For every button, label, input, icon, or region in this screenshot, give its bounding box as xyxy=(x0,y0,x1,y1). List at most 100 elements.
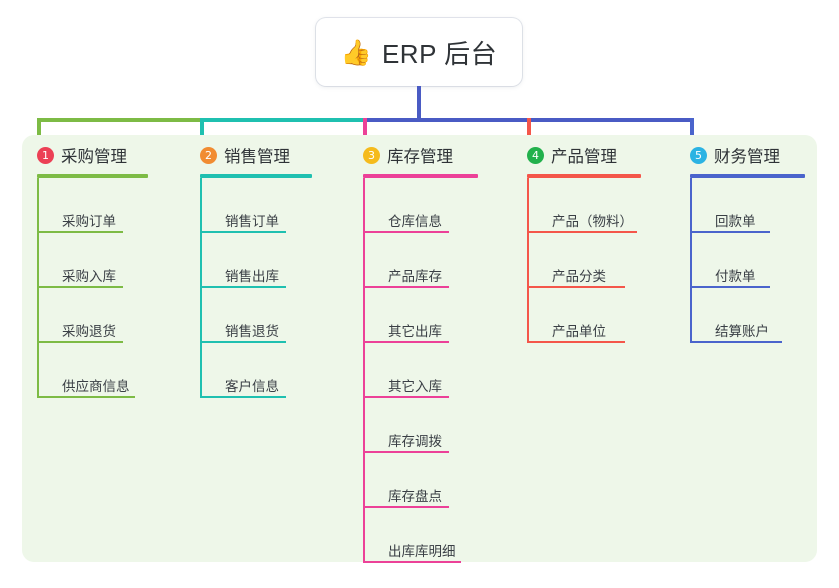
column-header-rule-1 xyxy=(37,174,148,178)
column-badge-5: 5 xyxy=(690,146,707,164)
list-item-label: 产品分类 xyxy=(552,269,606,284)
list-item-rule xyxy=(200,231,286,233)
list-item-label: 销售订单 xyxy=(225,214,279,229)
list-item[interactable]: 产品分类 xyxy=(527,233,641,288)
column-items-4: 产品（物料） 产品分类产品单位 xyxy=(527,178,641,343)
column-trunk-4 xyxy=(527,178,529,343)
column-badge-2: 2 xyxy=(200,146,217,164)
column-trunk-1 xyxy=(37,178,39,398)
column-header-rule-2 xyxy=(200,174,312,178)
list-item-rule xyxy=(37,341,123,343)
column-items-1: 采购订单采购入库采购退货供应商信息 xyxy=(37,178,148,398)
list-item[interactable]: 付款单 xyxy=(690,233,805,288)
root-node-title: ERP 后台 xyxy=(381,38,498,69)
list-item[interactable]: 客户信息 xyxy=(200,343,312,398)
root-node-content: 👍 ERP 后台 xyxy=(341,34,497,71)
column-header-3[interactable]: 3 库存管理 xyxy=(363,143,478,167)
column-header-rule-4 xyxy=(527,174,641,178)
list-item[interactable]: 库存调拨 xyxy=(363,398,478,453)
list-item-label: 库存调拨 xyxy=(388,434,442,449)
column-badge-4: 4 xyxy=(527,146,544,164)
list-item[interactable]: 仓库信息 xyxy=(363,178,478,233)
list-item-label: 销售出库 xyxy=(225,269,279,284)
list-item-label: 库存盘点 xyxy=(388,489,442,504)
column-4: 4 产品管理产品（物料） 产品分类产品单位 xyxy=(527,143,641,343)
list-item[interactable]: 结算账户 xyxy=(690,288,805,343)
list-item-rule xyxy=(37,286,123,288)
list-item-label: 产品库存 xyxy=(388,269,442,284)
column-header-rule-3 xyxy=(363,174,478,178)
list-item-rule xyxy=(690,286,770,288)
list-item[interactable]: 产品库存 xyxy=(363,233,478,288)
root-node-card[interactable]: 👍 ERP 后台 xyxy=(316,18,522,86)
list-item[interactable]: 销售退货 xyxy=(200,288,312,343)
column-header-1[interactable]: 1 采购管理 xyxy=(37,143,148,167)
column-items-2: 销售订单销售出库销售退货客户信息 xyxy=(200,178,312,398)
list-item-label: 产品单位 xyxy=(552,324,606,339)
column-title-3: 库存管理 xyxy=(387,148,453,166)
diagram-panel xyxy=(22,135,817,562)
list-item-rule xyxy=(363,561,461,563)
list-item[interactable]: 库存盘点 xyxy=(363,453,478,508)
list-item[interactable]: 回款单 xyxy=(690,178,805,233)
list-item-label: 出库库明细 xyxy=(388,544,456,559)
list-item[interactable]: 销售出库 xyxy=(200,233,312,288)
list-item-rule xyxy=(527,231,637,233)
column-items-3: 仓库信息产品库存其它出库其它入库库存调拨库存盘点出库库明细 xyxy=(363,178,478,563)
list-item[interactable]: 供应商信息 xyxy=(37,343,148,398)
list-item[interactable]: 采购入库 xyxy=(37,233,148,288)
column-title-1: 采购管理 xyxy=(61,148,127,166)
list-item-rule xyxy=(363,341,449,343)
column-header-4[interactable]: 4 产品管理 xyxy=(527,143,641,167)
column-trunk-3 xyxy=(363,178,365,563)
column-2: 2 销售管理销售订单销售出库销售退货客户信息 xyxy=(200,143,312,398)
list-item[interactable]: 采购退货 xyxy=(37,288,148,343)
list-item-label: 其它入库 xyxy=(388,379,442,394)
list-item-rule xyxy=(200,341,286,343)
list-item-label: 客户信息 xyxy=(225,379,279,394)
column-title-2: 销售管理 xyxy=(224,148,290,166)
list-item[interactable]: 采购订单 xyxy=(37,178,148,233)
column-title-4: 产品管理 xyxy=(551,148,617,166)
column-title-5: 财务管理 xyxy=(714,148,780,166)
list-item[interactable]: 销售订单 xyxy=(200,178,312,233)
column-1: 1 采购管理采购订单采购入库采购退货供应商信息 xyxy=(37,143,148,398)
column-header-2[interactable]: 2 销售管理 xyxy=(200,143,312,167)
list-item[interactable]: 产品（物料） xyxy=(527,178,641,233)
list-item-label: 采购退货 xyxy=(62,324,116,339)
list-item-label: 仓库信息 xyxy=(388,214,442,229)
column-trunk-2 xyxy=(200,178,202,398)
list-item-label: 销售退货 xyxy=(225,324,279,339)
list-item-rule xyxy=(200,396,286,398)
column-header-rule-5 xyxy=(690,174,805,178)
list-item[interactable]: 产品单位 xyxy=(527,288,641,343)
column-items-5: 回款单付款单结算账户 xyxy=(690,178,805,343)
list-item-rule xyxy=(527,286,625,288)
column-badge-3: 3 xyxy=(363,146,380,164)
list-item-label: 回款单 xyxy=(715,214,756,229)
list-item-rule xyxy=(37,231,123,233)
list-item-rule xyxy=(37,396,135,398)
list-item-rule xyxy=(363,396,449,398)
list-item-rule xyxy=(363,451,449,453)
list-item-rule xyxy=(363,231,449,233)
list-item-label: 采购入库 xyxy=(62,269,116,284)
list-item-label: 结算账户 xyxy=(715,324,769,339)
list-item-rule xyxy=(363,286,449,288)
list-item-label: 付款单 xyxy=(715,269,756,284)
list-item-rule xyxy=(690,231,770,233)
column-badge-1: 1 xyxy=(37,146,54,164)
list-item-rule xyxy=(363,506,449,508)
list-item-rule xyxy=(690,341,782,343)
list-item[interactable]: 其它出库 xyxy=(363,288,478,343)
thumbs-up-icon: 👍 xyxy=(340,37,372,67)
column-header-5[interactable]: 5 财务管理 xyxy=(690,143,805,167)
list-item-rule xyxy=(527,341,625,343)
list-item[interactable]: 其它入库 xyxy=(363,343,478,398)
list-item-label: 采购订单 xyxy=(62,214,116,229)
column-trunk-5 xyxy=(690,178,692,343)
list-item-label: 产品（物料） xyxy=(552,214,633,229)
list-item[interactable]: 出库库明细 xyxy=(363,508,478,563)
list-item-label: 供应商信息 xyxy=(62,379,130,394)
list-item-label: 其它出库 xyxy=(388,324,442,339)
